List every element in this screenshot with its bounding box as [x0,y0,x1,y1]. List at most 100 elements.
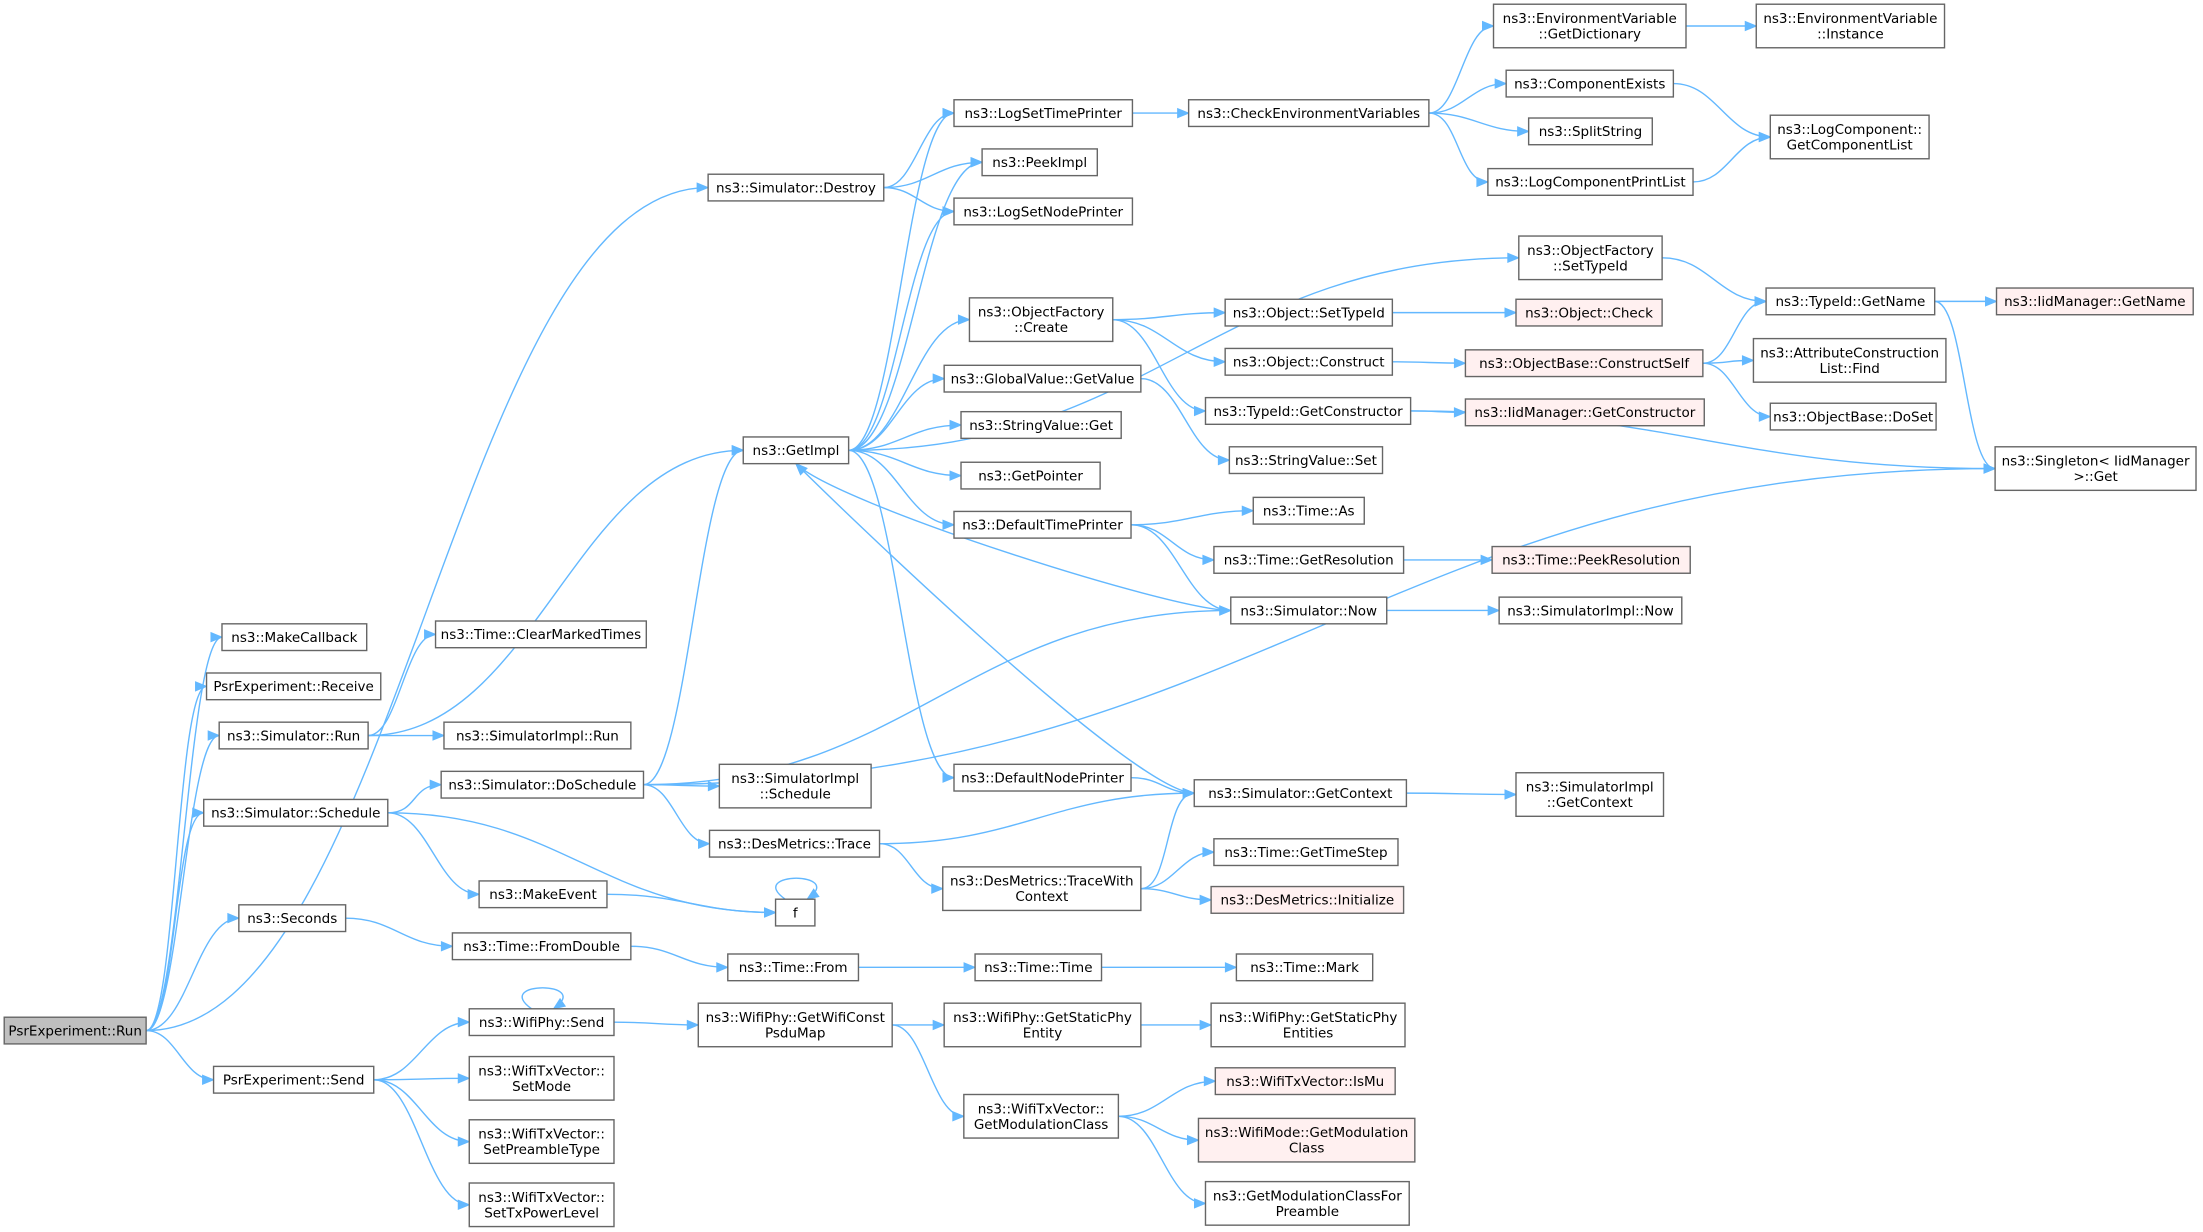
call-edge [145,631,224,1032]
function-node-wifisend[interactable]: ns3::WifiPhy::Send [468,1008,615,1037]
function-node-seconds[interactable]: ns3::Seconds [238,904,347,933]
function-node-implschedule[interactable]: ns3::SimulatorImpl::Schedule [718,763,872,809]
function-node-objfsettypeid[interactable]: ns3::ObjectFactory::SetTypeId [1518,235,1663,281]
node-box [953,197,1134,226]
function-node-makeevent[interactable]: ns3::MakeEvent [478,880,608,909]
call-edge [1428,78,1508,114]
function-node-simgetctx[interactable]: ns3::Simulator::GetContext [1193,779,1408,808]
function-node-getpointer[interactable]: ns3::GetPointer [960,461,1101,490]
function-node-objsettypeid[interactable]: ns3::Object::SetTypeId [1224,298,1394,327]
function-node-destrace[interactable]: ns3::DesMetrics::Trace [708,829,881,858]
function-node-simrun[interactable]: ns3::Simulator::Run [218,721,369,750]
function-node-setmode[interactable]: ns3::WifiTxVector::SetMode [468,1055,615,1101]
function-node-destroy[interactable]: ns3::Simulator::Destroy [707,173,885,202]
function-node-f[interactable]: f [774,898,816,927]
call-edge [775,877,820,900]
function-node-implgetctx[interactable]: ns3::SimulatorImpl::GetContext [1515,772,1665,818]
function-node-getmodclass[interactable]: ns3::WifiTxVector::GetModulationClass [963,1093,1120,1139]
call-edge [1403,554,1494,566]
function-node-logsettime[interactable]: ns3::LogSetTimePrinter [953,99,1134,128]
function-node-timegetstep[interactable]: ns3::Time::GetTimeStep [1213,838,1399,867]
edge-line [1118,1080,1216,1117]
function-node-objcheck[interactable]: ns3::Object::Check [1515,298,1663,327]
function-node-receive[interactable]: PsrExperiment::Receive [205,672,382,701]
function-node-getimpl[interactable]: ns3::GetImpl [742,436,850,465]
function-node-deftimeprinter[interactable]: ns3::DefaultTimePrinter [953,510,1132,539]
node-box [718,763,872,809]
node-label: ns3::WifiTxVector:: [478,1127,605,1143]
edge-line [146,186,709,1032]
function-node-objfcreate[interactable]: ns3::ObjectFactory::Create [968,297,1114,343]
call-edge [1112,318,1227,368]
function-node-logcompgetlist[interactable]: ns3::LogComponent::GetComponentList [1769,114,1930,160]
function-node-fromdouble[interactable]: ns3::Time::FromDouble [451,932,632,961]
function-node-timetime[interactable]: ns3::Time::Time [974,953,1103,982]
function-node-defnodeprinter[interactable]: ns3::DefaultNodePrinter [953,763,1132,792]
arrow-head-icon [932,373,946,384]
function-node-objconstruct[interactable]: ns3::Object::Construct [1224,347,1394,376]
call-edge [1132,107,1190,119]
function-node-doschedule[interactable]: ns3::Simulator::DoSchedule [440,770,645,799]
call-edge [1131,524,1216,566]
function-node-setpreamble[interactable]: ns3::WifiTxVector::SetPreambleType [468,1119,615,1165]
function-node-checkenv[interactable]: ns3::CheckEnvironmentVariables [1187,99,1430,128]
function-node-desinit[interactable]: ns3::DesMetrics::Initialize [1210,885,1405,914]
function-node-singletonget[interactable]: ns3::Singleton< IidManager >::Get [1994,446,2197,492]
node-label: ns3::Singleton< IidManager [2002,454,2190,470]
function-node-simnow[interactable]: ns3::Simulator::Now [1230,596,1388,625]
node-label: ns3::ObjectBase::DoSet [1773,409,1933,425]
edge-line [848,257,1519,452]
function-node-logsetnode[interactable]: ns3::LogSetNodePrinter [953,197,1134,226]
function-node-ismu[interactable]: ns3::WifiTxVector::IsMu [1214,1067,1396,1096]
function-node-envgetdict[interactable]: ns3::EnvironmentVariable::GetDictionary [1492,3,1687,49]
function-node-clearmarked[interactable]: ns3::Time::ClearMarkedTimes [434,620,647,649]
function-node-envinstance[interactable]: ns3::EnvironmentVariable::Instance [1755,3,1946,49]
function-node-typeidgetctor[interactable]: ns3::TypeId::GetConstructor [1204,396,1412,426]
function-node-objbasecs[interactable]: ns3::ObjectBase::ConstructSelf [1464,349,1704,378]
arrow-head-icon [942,206,956,217]
function-node-timeas[interactable]: ns3::Time::As [1252,496,1365,525]
node-label: ns3::Simulator::DoSchedule [448,777,636,793]
function-node-makecb[interactable]: ns3::MakeCallback [221,623,368,652]
node-label: ns3::LogComponentPrintList [1495,175,1685,191]
edge-line [373,1021,470,1081]
function-node-timemark[interactable]: ns3::Time::Mark [1235,953,1374,982]
function-node-implrun[interactable]: ns3::SimulatorImpl::Run [443,721,632,750]
edge-line [1140,377,1230,461]
function-node-run[interactable]: PsrExperiment::Run [3,1016,147,1045]
function-node-implnow[interactable]: ns3::SimulatorImpl::Now [1498,596,1683,625]
function-node-stringset[interactable]: ns3::StringValue::Set [1228,446,1384,475]
function-node-iidgetname[interactable]: ns3::IidManager::GetName [1995,287,2194,316]
function-node-stringget[interactable]: ns3::StringValue::Get [960,410,1122,440]
function-node-iidgetctor[interactable]: ns3::IidManager::GetConstructor [1464,398,1705,427]
function-node-gvgetvalue[interactable]: ns3::GlobalValue::GetValue [943,364,1142,393]
node-label: ns3::TypeId::GetConstructor [1213,404,1403,420]
call-edge [145,807,206,1032]
function-node-splitstring[interactable]: ns3::SplitString [1527,117,1653,146]
function-node-timegetres[interactable]: ns3::Time::GetResolution [1213,545,1405,574]
function-node-wifimodegetmod[interactable]: ns3::WifiMode::GetModulationClass [1197,1117,1416,1163]
function-node-settxpower[interactable]: ns3::WifiTxVector::SetTxPowerLevel [468,1182,615,1228]
node-label: ns3::Object::Check [1525,305,1653,321]
node-label: Class [1289,1141,1325,1157]
function-node-logcompprint[interactable]: ns3::LogComponentPrintList [1487,167,1694,196]
function-node-schedule[interactable]: ns3::Simulator::Schedule [203,798,389,827]
node-label: f [793,905,799,921]
call-edge [883,107,956,189]
node-box [1492,3,1687,49]
function-node-peekres[interactable]: ns3::Time::PeekResolution [1491,545,1691,574]
function-node-compexists[interactable]: ns3::ComponentExists [1505,69,1675,98]
function-node-send[interactable]: PsrExperiment::Send [212,1065,375,1094]
function-node-peekimpl[interactable]: ns3::PeekImpl [981,148,1099,177]
function-node-typeidgetname[interactable]: ns3::TypeId::GetName [1765,287,1936,316]
function-node-objbasedoset[interactable]: ns3::ObjectBase::DoSet [1769,402,1937,431]
function-node-timefrom[interactable]: ns3::Time::From [727,953,860,982]
arrow-head-icon [1480,554,1494,566]
